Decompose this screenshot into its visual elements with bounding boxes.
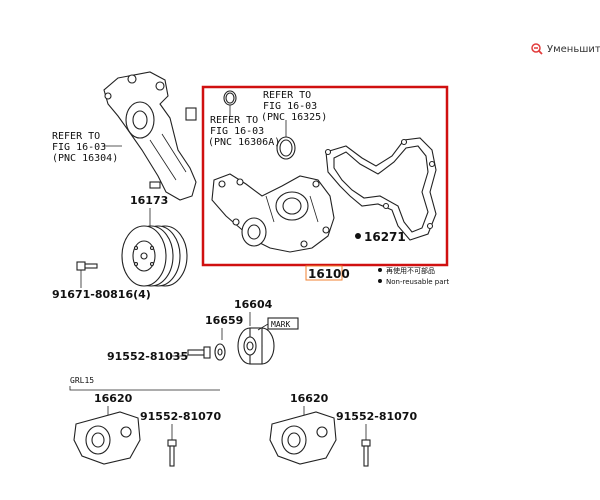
refer-left-line3: (PNC 16304) <box>52 153 118 164</box>
refer-mid-line3: (PNC 16306A) <box>208 137 280 148</box>
part-16620-right-label: 16620 <box>290 392 329 405</box>
bolt-91671-drawing <box>76 261 98 271</box>
refer-left-line2: FIG 16-03 <box>52 142 106 153</box>
idler-pulley-drawing <box>237 327 275 365</box>
refer-to-label-left: REFER TO FIG 16-03 (PNC 16304) <box>52 131 118 164</box>
refer-mid-line2: FIG 16-03 <box>210 126 264 137</box>
refer-top-line2: FIG 16-03 <box>263 101 317 112</box>
water-pump-body-drawing <box>211 173 335 253</box>
part-16271-label: 16271 <box>364 230 406 244</box>
part-16173-label: 16173 <box>130 194 168 207</box>
refer-to-label-mid: REFER TO FIG 16-03 (PNC 16306A) <box>208 115 280 148</box>
legend-line1: 再使用不可部品 <box>386 266 435 275</box>
grl15-bracket-line <box>69 386 220 391</box>
magnifier-minus-icon <box>531 43 543 55</box>
pulley-drawing <box>121 225 188 287</box>
refer-to-label-top: REFER TO FIG 16-03 (PNC 16325) <box>261 90 327 123</box>
non-reusable-mark-16271 <box>355 233 361 239</box>
part-91671-label: 91671-80816(4) <box>52 288 151 301</box>
bolt-91552-81070-left-drawing <box>167 439 177 467</box>
tensioner-left-drawing <box>73 411 141 465</box>
mark-box <box>267 317 299 330</box>
mark-label: MARK <box>271 320 290 329</box>
refer-mid-line1: REFER TO <box>210 115 258 126</box>
part-16100-label[interactable]: 16100 <box>308 267 350 281</box>
gasket-drawing <box>324 137 437 241</box>
refer-left-line1: REFER TO <box>52 131 100 142</box>
water-outlet-pipe-drawing <box>103 71 197 201</box>
refer-top-line1: REFER TO <box>263 90 311 101</box>
zoom-out-label: Уменьшить <box>547 43 600 55</box>
part-16100-highlight <box>305 265 343 281</box>
bolt-91552-81070-right-drawing <box>361 439 371 467</box>
bolt-91552-81035-drawing <box>187 346 211 359</box>
part-16604-label: 16604 <box>234 298 273 311</box>
tensioner-right-drawing <box>269 411 337 465</box>
refer-top-line3: (PNC 16325) <box>261 112 327 123</box>
zoom-out-button[interactable]: Уменьшить <box>531 40 600 58</box>
part-91552-81070-right-label: 91552-81070 <box>336 410 417 423</box>
legend-line2: Non-reusable part <box>386 278 449 286</box>
water-pump-assembly-highlight <box>201 85 449 267</box>
washer-drawing <box>214 343 226 361</box>
grl15-label: GRL15 <box>70 376 94 385</box>
part-91552-81035-label: 91552-81035 <box>107 350 188 363</box>
part-91552-81070-left-label: 91552-81070 <box>140 410 221 423</box>
part-16620-left-label: 16620 <box>94 392 133 405</box>
part-16659-label: 16659 <box>205 314 243 327</box>
